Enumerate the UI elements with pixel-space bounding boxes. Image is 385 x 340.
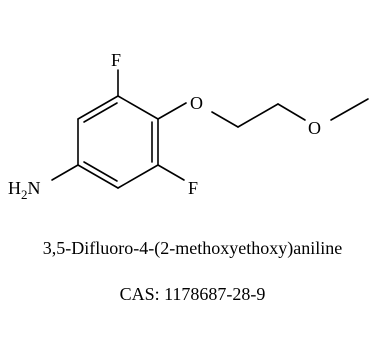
- ring-bond-top-left: [77, 95, 119, 120]
- ring-double-bond-bottom-left: [83, 161, 118, 182]
- bond-c-o: [157, 102, 187, 120]
- cas-number: CAS: 1178687-28-9: [119, 284, 266, 304]
- benzene-ring: [77, 95, 159, 189]
- bond-ch2-ch2: [237, 103, 279, 128]
- amine-label: H2N: [8, 178, 41, 202]
- fluorine-top-label: F: [111, 50, 121, 70]
- ring-bond-bottom-right: [117, 164, 159, 189]
- ring-bond-top-right: [117, 95, 159, 120]
- bond-c-f-bottom: [157, 164, 185, 181]
- bond-c-n: [51, 164, 79, 181]
- compound-name: 3,5-Difluoro-4-(2-methoxyethoxy)aniline: [42, 238, 343, 258]
- methoxy-oxygen-label: O: [308, 118, 321, 138]
- fluorine-bottom-label: F: [188, 178, 198, 198]
- ether-oxygen-label: O: [190, 93, 203, 113]
- ring-bond-bottom-left: [77, 164, 119, 189]
- ring-double-bond-top-left: [83, 102, 118, 123]
- molecule-structure: F F O O H2N: [8, 50, 369, 202]
- bond-o-ch3: [330, 98, 369, 121]
- bond-o-ch2: [211, 111, 239, 128]
- bond-ch2-o: [277, 103, 306, 121]
